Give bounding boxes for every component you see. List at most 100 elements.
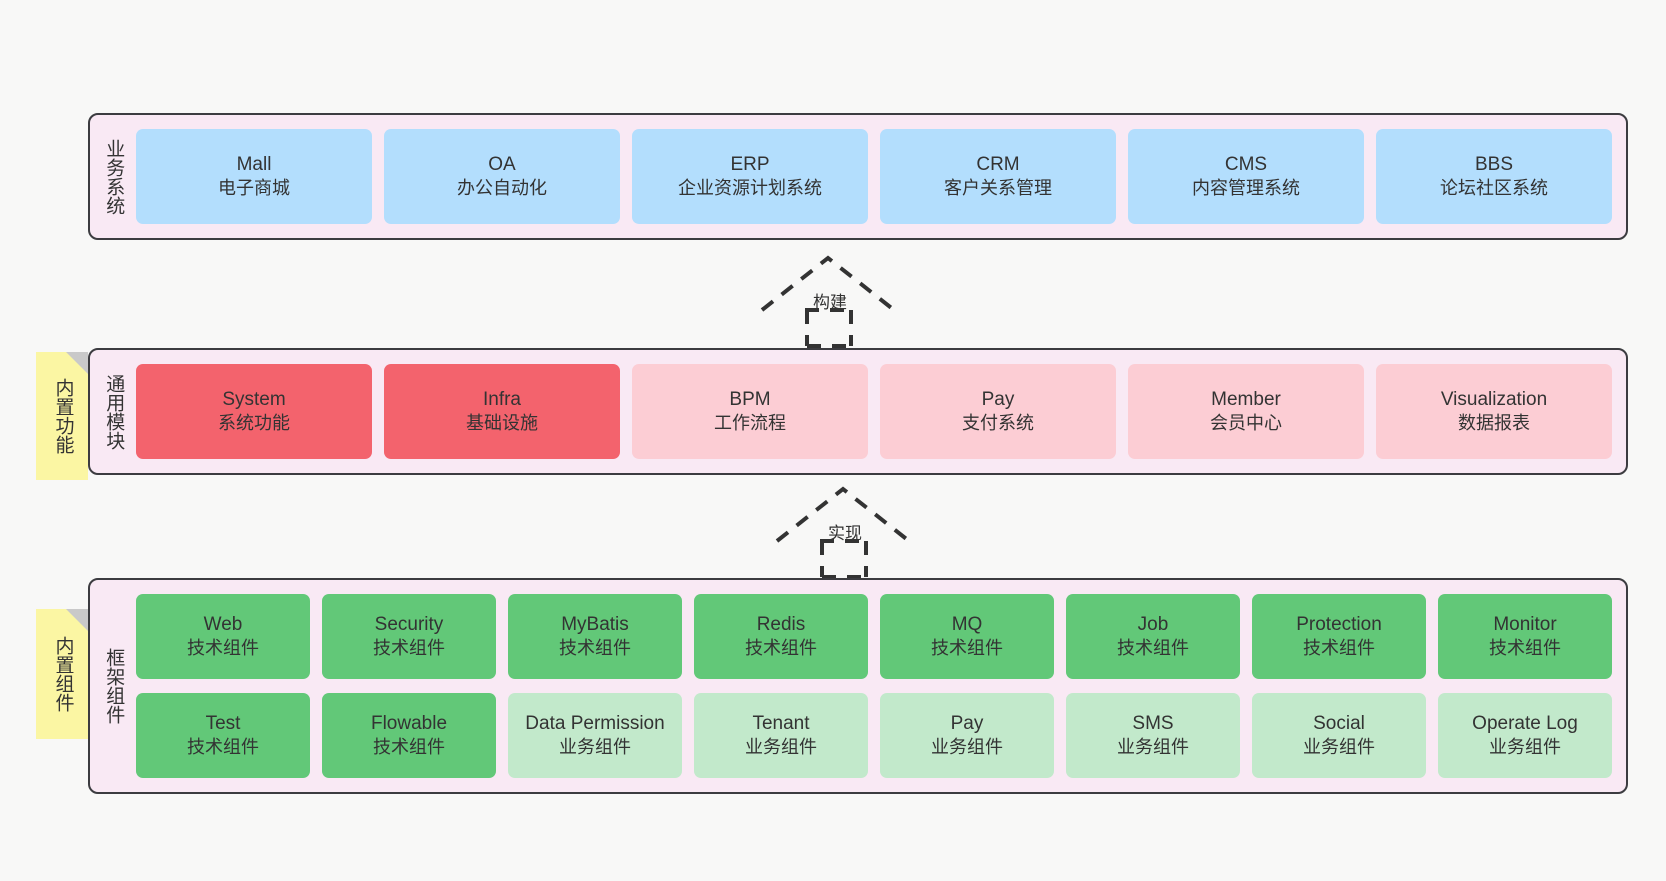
- card-subtitle: 技术组件: [559, 638, 631, 659]
- card-subtitle: 企业资源计划系统: [678, 178, 822, 199]
- card-title: SMS: [1132, 713, 1174, 735]
- common-card-row: System 系统功能 Infra 基础设施 BPM 工作流程 Pay 支付系统…: [136, 364, 1612, 459]
- card-mall[interactable]: Mall 电子商城: [136, 129, 372, 224]
- note-fold-corner-icon: [66, 352, 88, 374]
- card-web[interactable]: Web 技术组件: [136, 594, 310, 679]
- card-title: Job: [1137, 614, 1169, 636]
- note-builtin-features: 内置功能: [36, 352, 88, 480]
- card-title: BPM: [729, 389, 771, 411]
- card-title: Monitor: [1493, 614, 1557, 636]
- card-title: Pay: [981, 389, 1015, 411]
- card-subtitle: 技术组件: [1303, 638, 1375, 659]
- card-subtitle: 技术组件: [745, 638, 817, 659]
- card-pay[interactable]: Pay 支付系统: [880, 364, 1116, 459]
- card-title: CMS: [1224, 154, 1268, 176]
- card-title: Mall: [236, 154, 272, 176]
- card-title: System: [222, 389, 286, 411]
- card-mybatis[interactable]: MyBatis 技术组件: [508, 594, 682, 679]
- card-subtitle: 会员中心: [1210, 413, 1282, 434]
- layer-title-common: 通用模块: [103, 373, 125, 450]
- card-title: Social: [1313, 713, 1365, 735]
- card-title: Test: [205, 713, 241, 735]
- card-oa[interactable]: OA 办公自动化: [384, 129, 620, 224]
- card-subtitle: 业务组件: [745, 737, 817, 758]
- connector-implement: 实现: [765, 483, 935, 579]
- layer-title-business: 业务系统: [103, 138, 125, 215]
- layer-title-framework: 框架组件: [103, 648, 125, 724]
- connector-build-label: 构建: [813, 293, 847, 312]
- card-subtitle: 技术组件: [1117, 638, 1189, 659]
- card-subtitle: 内容管理系统: [1192, 178, 1300, 199]
- card-protection[interactable]: Protection 技术组件: [1252, 594, 1426, 679]
- card-system[interactable]: System 系统功能: [136, 364, 372, 459]
- card-subtitle: 技术组件: [187, 737, 259, 758]
- card-social[interactable]: Social 业务组件: [1252, 693, 1426, 778]
- note-builtin-components: 内置组件: [36, 609, 88, 739]
- card-infra[interactable]: Infra 基础设施: [384, 364, 620, 459]
- card-title: Data Permission: [525, 713, 665, 735]
- card-monitor[interactable]: Monitor 技术组件: [1438, 594, 1612, 679]
- card-mq[interactable]: MQ 技术组件: [880, 594, 1054, 679]
- card-sms[interactable]: SMS 业务组件: [1066, 693, 1240, 778]
- card-title: Tenant: [752, 713, 810, 735]
- card-test[interactable]: Test 技术组件: [136, 693, 310, 778]
- card-flowable[interactable]: Flowable 技术组件: [322, 693, 496, 778]
- card-title: OA: [488, 154, 516, 176]
- card-title: CRM: [976, 154, 1020, 176]
- card-title: Redis: [756, 614, 806, 636]
- card-subtitle: 电子商城: [218, 178, 290, 199]
- layer-business-systems: 业务系统 Mall 电子商城 OA 办公自动化 ERP 企业资源计划系统 CRM…: [88, 113, 1628, 240]
- card-subtitle: 业务组件: [931, 737, 1003, 758]
- card-title: Pay: [950, 713, 984, 735]
- card-title: Protection: [1296, 614, 1382, 636]
- card-erp[interactable]: ERP 企业资源计划系统: [632, 129, 868, 224]
- card-subtitle: 工作流程: [714, 413, 786, 434]
- card-data-permission[interactable]: Data Permission 业务组件: [508, 693, 682, 778]
- framework-card-grid: Web 技术组件 Security 技术组件 MyBatis 技术组件 Redi…: [136, 594, 1612, 778]
- card-title: Member: [1211, 389, 1281, 411]
- card-subtitle: 办公自动化: [457, 178, 547, 199]
- card-tenant[interactable]: Tenant 业务组件: [694, 693, 868, 778]
- layer-common-modules: 通用模块 System 系统功能 Infra 基础设施 BPM 工作流程 Pay…: [88, 348, 1628, 475]
- framework-card-row-1: Web 技术组件 Security 技术组件 MyBatis 技术组件 Redi…: [136, 594, 1612, 679]
- layer-framework-components: 框架组件 Web 技术组件 Security 技术组件 MyBatis 技术组件: [88, 578, 1628, 794]
- card-subtitle: 技术组件: [373, 638, 445, 659]
- card-visualization[interactable]: Visualization 数据报表: [1376, 364, 1612, 459]
- card-pay-component[interactable]: Pay 业务组件: [880, 693, 1054, 778]
- card-title: Operate Log: [1472, 713, 1578, 735]
- card-member[interactable]: Member 会员中心: [1128, 364, 1364, 459]
- card-subtitle: 论坛社区系统: [1440, 178, 1548, 199]
- card-title: Flowable: [370, 713, 448, 735]
- card-subtitle: 技术组件: [187, 638, 259, 659]
- connector-build-arrow: [760, 255, 896, 348]
- framework-card-row-2: Test 技术组件 Flowable 技术组件 Data Permission …: [136, 693, 1612, 778]
- layer-body-common: System 系统功能 Infra 基础设施 BPM 工作流程 Pay 支付系统…: [136, 350, 1626, 473]
- layer-body-framework: Web 技术组件 Security 技术组件 MyBatis 技术组件 Redi…: [136, 580, 1626, 792]
- card-subtitle: 技术组件: [931, 638, 1003, 659]
- card-title: MQ: [951, 614, 983, 636]
- card-bpm[interactable]: BPM 工作流程: [632, 364, 868, 459]
- card-title: Security: [374, 614, 444, 636]
- card-subtitle: 业务组件: [1489, 737, 1561, 758]
- note-label: 内置组件: [52, 636, 74, 712]
- card-subtitle: 支付系统: [962, 413, 1034, 434]
- card-cms[interactable]: CMS 内容管理系统: [1128, 129, 1364, 224]
- card-subtitle: 客户关系管理: [944, 178, 1052, 199]
- card-subtitle: 业务组件: [1117, 737, 1189, 758]
- card-title: ERP: [730, 154, 770, 176]
- card-subtitle: 业务组件: [559, 737, 631, 758]
- card-subtitle: 技术组件: [1489, 638, 1561, 659]
- card-job[interactable]: Job 技术组件: [1066, 594, 1240, 679]
- card-security[interactable]: Security 技术组件: [322, 594, 496, 679]
- card-subtitle: 基础设施: [466, 413, 538, 434]
- card-redis[interactable]: Redis 技术组件: [694, 594, 868, 679]
- business-card-row: Mall 电子商城 OA 办公自动化 ERP 企业资源计划系统 CRM 客户关系…: [136, 129, 1612, 224]
- card-subtitle: 数据报表: [1458, 413, 1530, 434]
- card-bbs[interactable]: BBS 论坛社区系统: [1376, 129, 1612, 224]
- card-crm[interactable]: CRM 客户关系管理: [880, 129, 1116, 224]
- card-operate-log[interactable]: Operate Log 业务组件: [1438, 693, 1612, 778]
- note-fold-corner-icon: [66, 609, 88, 631]
- card-subtitle: 系统功能: [218, 413, 290, 434]
- card-subtitle: 业务组件: [1303, 737, 1375, 758]
